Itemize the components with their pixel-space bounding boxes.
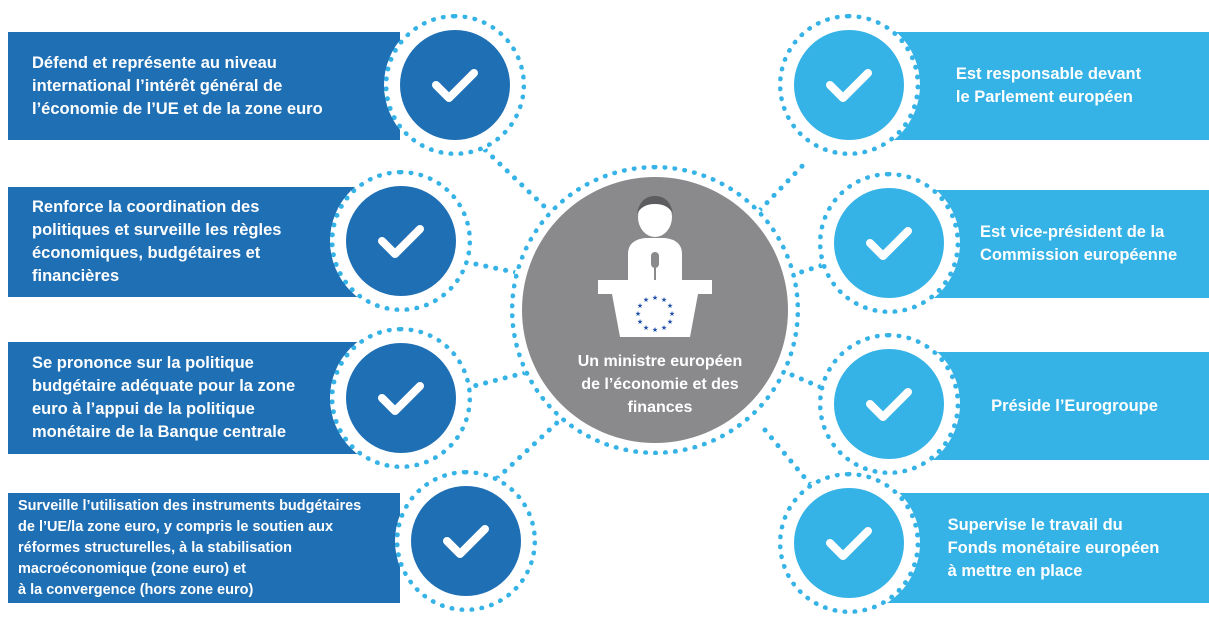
connector-right-1 [757, 157, 811, 213]
right-check-disc-3 [834, 349, 944, 459]
left-item-2: Renforce la coordination des politiques … [8, 187, 368, 297]
check-icon [866, 388, 912, 421]
check-icon [432, 69, 478, 102]
svg-text:★: ★ [661, 324, 667, 332]
svg-text:★: ★ [637, 318, 643, 326]
left-item-4-text: Surveille l’utilisation des instruments … [18, 497, 362, 598]
connector-left-1 [475, 140, 551, 213]
left-check-disc-1 [400, 30, 510, 140]
check-icon [826, 527, 872, 560]
right-check-disc-2 [834, 188, 944, 298]
connector-left-4 [487, 417, 563, 488]
connector-right-3 [789, 372, 835, 395]
center-label: Un ministre européen de l’économie et de… [577, 353, 743, 416]
left-check-disc-2 [346, 186, 456, 296]
svg-text:★: ★ [661, 296, 667, 304]
speaker-at-podium-icon: ★★★ ★★★ ★★★ ★★★ [598, 196, 712, 337]
left-item-4: Surveille l’utilisation des instruments … [8, 493, 400, 603]
right-item-4: Supervise le travail du Fonds monétaire … [868, 493, 1209, 603]
svg-text:★: ★ [652, 326, 658, 334]
left-item-1: Défend et représente au niveau internati… [8, 32, 400, 140]
right-check-disc-1 [794, 30, 904, 140]
right-item-4-text: Supervise le travail du Fonds monétaire … [947, 515, 1160, 580]
right-item-3-text: Préside l’Eurogroupe [991, 396, 1158, 415]
svg-text:★: ★ [669, 310, 675, 318]
check-icon [378, 382, 424, 415]
svg-text:★: ★ [637, 302, 643, 310]
left-item-2-text: Renforce la coordination des politiques … [32, 198, 282, 285]
left-check-disc-4 [411, 486, 521, 596]
right-item-1-text: Est responsable devant le Parlement euro… [955, 65, 1142, 106]
connector-right-4 [762, 427, 818, 493]
connector-left-3 [463, 369, 531, 391]
check-icon [826, 69, 872, 102]
svg-text:★: ★ [652, 294, 658, 302]
left-check-disc-3 [346, 343, 456, 453]
check-icon [443, 525, 489, 558]
check-icon [378, 225, 424, 258]
svg-text:★: ★ [667, 302, 673, 310]
svg-text:★: ★ [643, 296, 649, 304]
eu-stars-icon: ★★★ ★★★ ★★★ ★★★ [635, 294, 675, 334]
left-item-3-text: Se prononce sur la politique budgétaire … [32, 354, 296, 441]
left-item-3: Se prononce sur la politique budgétaire … [8, 342, 368, 454]
svg-text:★: ★ [635, 310, 641, 318]
right-item-2-text: Est vice-président de la Commission euro… [980, 223, 1178, 264]
svg-text:★: ★ [667, 318, 673, 326]
connector-right-2 [789, 259, 835, 278]
left-item-1-text: Défend et représente au niveau internati… [32, 53, 323, 118]
right-check-disc-4 [794, 488, 904, 598]
right-item-1: Est responsable devant le Parlement euro… [868, 32, 1209, 140]
check-icon [866, 227, 912, 260]
svg-text:★: ★ [643, 324, 649, 332]
